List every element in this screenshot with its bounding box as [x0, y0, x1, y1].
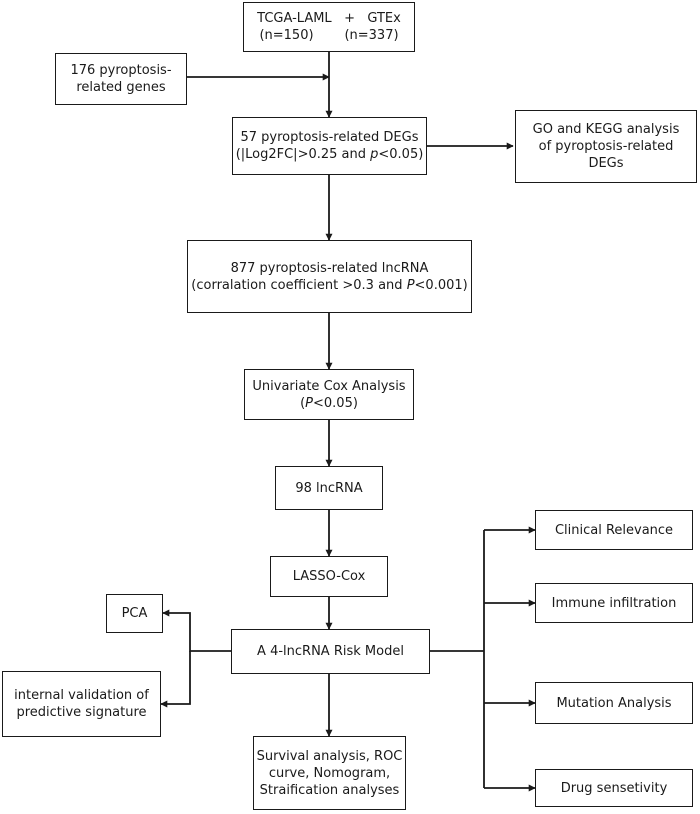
univariate-line1: Univariate Cox Analysis	[252, 378, 406, 394]
survival-line3: Straification analyses	[259, 782, 400, 798]
univariate-line2-italic: P	[305, 395, 313, 411]
mutation-analysis-label: Mutation Analysis	[556, 695, 672, 711]
mutation-analysis-box: Mutation Analysis	[535, 682, 693, 724]
lncrna-line2-post: <0.001)	[414, 277, 468, 293]
univariate-line2-post: <0.05)	[313, 395, 358, 411]
source-count-left: (n=150)	[259, 28, 314, 43]
survival-line2: curve, Nomogram,	[268, 765, 391, 781]
drug-sensitivity-label: Drug sensetivity	[560, 780, 668, 796]
univariate-line2: (P<0.05)	[300, 395, 358, 412]
genes-line1: 176 pyroptosis-	[70, 63, 172, 78]
source-title: TCGA-LAML + GTEx	[257, 11, 401, 26]
drug-sensitivity-box: Drug sensetivity	[535, 769, 693, 807]
lncrna-line2-pre: (corralation coefficient >0.3 and	[191, 277, 407, 293]
lncrna-line1: 877 pyroptosis-related lncRNA	[230, 260, 429, 276]
arrow-model-to-validation	[160, 651, 191, 708]
immune-infiltration-label: Immune infiltration	[551, 595, 677, 611]
pyroptosis-genes-box: 176 pyroptosis- related genes	[55, 53, 187, 105]
lncrna-line2: (corralation coefficient >0.3 and P<0.00…	[191, 277, 467, 294]
univariate-line2-pre: (	[300, 395, 306, 411]
lncrna-98-label: 98 lncRNA	[295, 480, 363, 496]
validation-line1: internal validation of	[14, 688, 149, 703]
pca-label: PCA	[121, 606, 148, 621]
validation-line2: predictive signature	[16, 705, 147, 720]
go-kegg-box: GO and KEGG analysis of pyroptosis-relat…	[515, 110, 697, 183]
go-kegg-line1: GO and KEGG analysis	[532, 122, 680, 137]
genes-line2: related genes	[76, 80, 166, 95]
pca-box: PCA	[106, 594, 163, 633]
lncrna-98-box: 98 lncRNA	[275, 466, 383, 510]
clinical-relevance-label: Clinical Relevance	[554, 522, 674, 538]
degs-line2-pre: (|Log2FC|>0.25 and	[235, 147, 371, 162]
lasso-cox-label: LASSO-Cox	[292, 569, 366, 584]
internal-validation-box: internal validation of predictive signat…	[2, 671, 161, 737]
degs-box: 57 pyroptosis-related DEGs (|Log2FC|>0.2…	[232, 117, 427, 175]
source-count-right: (n=337)	[344, 28, 399, 43]
arrow-model-to-pca	[162, 609, 231, 652]
risk-model-label: A 4-lncRNA Risk Model	[257, 644, 404, 659]
degs-line2: (|Log2FC|>0.25 and p<0.05)	[236, 146, 424, 163]
lasso-cox-box: LASSO-Cox	[270, 556, 388, 597]
survival-analysis-box: Survival analysis, ROC curve, Nomogram, …	[253, 736, 406, 810]
degs-line1: 57 pyroptosis-related DEGs	[240, 130, 419, 145]
lncrna-box: 877 pyroptosis-related lncRNA (corralati…	[187, 240, 472, 313]
lncrna-line2-italic: P	[406, 277, 415, 293]
go-kegg-line3: DEGs	[588, 156, 624, 171]
go-kegg-line2: of pyroptosis-related	[538, 139, 674, 154]
immune-infiltration-box: Immune infiltration	[535, 583, 693, 623]
source-datasets-box: TCGA-LAML + GTEx (n=150) (n=337)	[243, 2, 415, 52]
risk-model-box: A 4-lncRNA Risk Model	[231, 629, 430, 674]
degs-line2-post: <0.05)	[378, 147, 424, 162]
univariate-cox-box: Univariate Cox Analysis (P<0.05)	[244, 369, 414, 420]
clinical-relevance-box: Clinical Relevance	[535, 510, 693, 550]
degs-line2-italic: p	[370, 147, 379, 162]
survival-line1: Survival analysis, ROC	[256, 748, 403, 764]
